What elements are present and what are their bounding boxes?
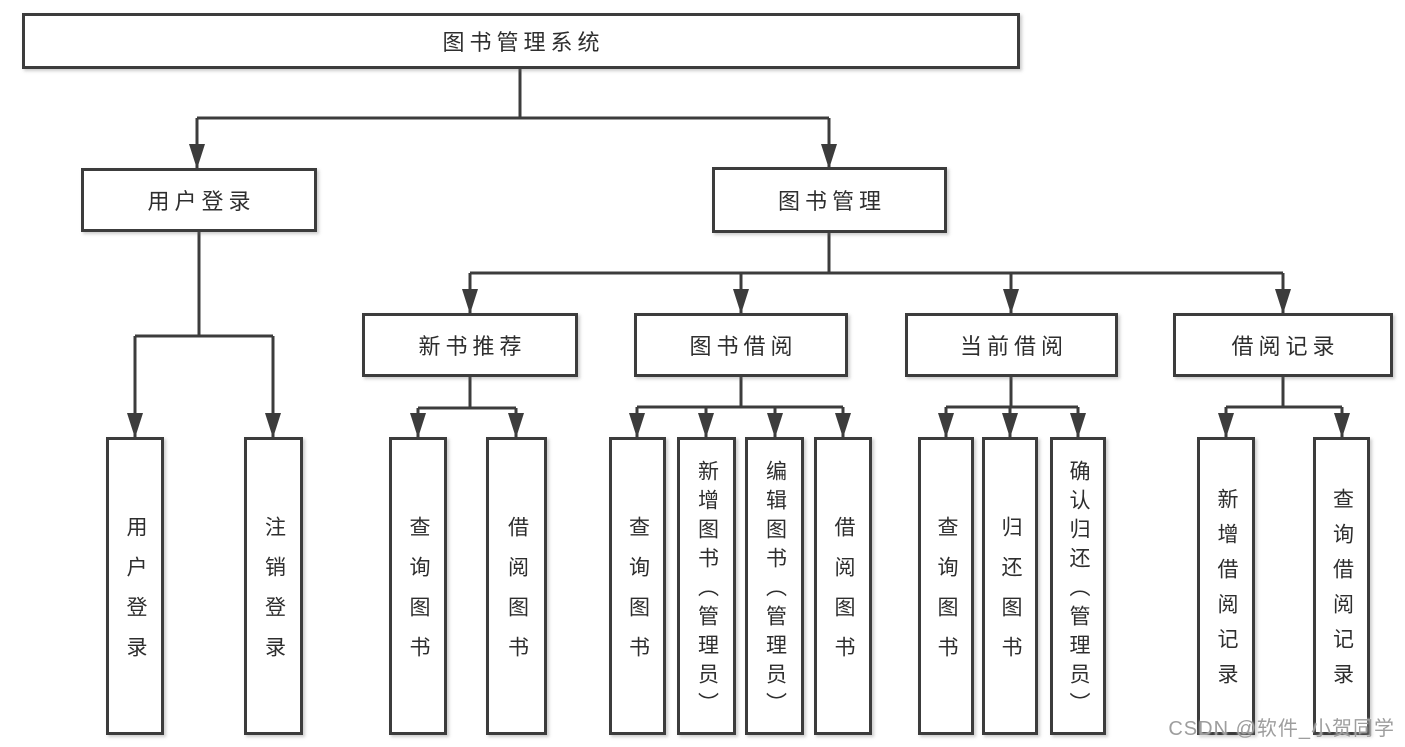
node-root-system-label: 图书管理系统 xyxy=(442,30,605,55)
node-leaf-add-book-admin: 新增图书（管理员） xyxy=(677,437,736,735)
node-leaf-add-book-admin-label: 新增图书（管理员） xyxy=(695,459,719,721)
connector-lines xyxy=(133,69,1344,437)
node-leaf-add-borrow-record-label: 新增借阅记录 xyxy=(1215,488,1238,698)
node-leaf-query-books-1-label: 查询图书 xyxy=(407,515,430,676)
node-leaf-logout-label: 注销登录 xyxy=(262,515,286,676)
arrowheads xyxy=(127,144,1350,438)
node-current-borrowing: 当前借阅 xyxy=(905,313,1118,377)
node-book-borrowing: 图书借阅 xyxy=(634,313,848,377)
node-user-login-module: 用户登录 xyxy=(81,168,317,232)
node-leaf-query-books-3: 查询图书 xyxy=(918,437,974,735)
node-leaf-edit-book-admin: 编辑图书（管理员） xyxy=(745,437,804,735)
node-leaf-return-books-label: 归还图书 xyxy=(999,515,1022,676)
node-leaf-confirm-return-admin-label: 确认归还（管理员） xyxy=(1067,459,1090,721)
node-leaf-query-books-1: 查询图书 xyxy=(389,437,447,735)
node-leaf-query-books-2-label: 查询图书 xyxy=(626,515,650,676)
node-current-borrowing-label: 当前借阅 xyxy=(959,334,1068,359)
node-leaf-user-login: 用户登录 xyxy=(106,437,164,735)
node-leaf-add-borrow-record: 新增借阅记录 xyxy=(1197,437,1255,735)
node-leaf-borrow-books-1-label: 借阅图书 xyxy=(505,515,529,676)
node-new-book-recommend-label: 新书推荐 xyxy=(418,334,527,359)
node-leaf-edit-book-admin-label: 编辑图书（管理员） xyxy=(763,459,787,721)
node-borrowing-records: 借阅记录 xyxy=(1173,313,1393,377)
node-leaf-borrow-books-2-label: 借阅图书 xyxy=(832,515,855,676)
node-leaf-user-login-label: 用户登录 xyxy=(124,515,147,676)
node-leaf-borrow-books-2: 借阅图书 xyxy=(814,437,872,735)
node-new-book-recommend: 新书推荐 xyxy=(362,313,578,377)
node-user-login-module-label: 用户登录 xyxy=(147,189,256,214)
node-book-borrowing-label: 图书借阅 xyxy=(689,334,798,359)
node-root-system: 图书管理系统 xyxy=(22,13,1020,69)
node-leaf-borrow-books-1: 借阅图书 xyxy=(486,437,547,735)
node-leaf-confirm-return-admin: 确认归还（管理员） xyxy=(1050,437,1106,735)
node-leaf-query-borrow-record: 查询借阅记录 xyxy=(1313,437,1370,735)
csdn-watermark: CSDN @软件_小贺同学 xyxy=(1168,718,1395,740)
node-borrowing-records-label: 借阅记录 xyxy=(1231,334,1340,359)
node-book-management-module-label: 图书管理 xyxy=(777,189,886,214)
node-leaf-query-borrow-record-label: 查询借阅记录 xyxy=(1330,488,1354,698)
node-leaf-query-books-2: 查询图书 xyxy=(609,437,666,735)
node-leaf-logout: 注销登录 xyxy=(244,437,303,735)
node-leaf-return-books: 归还图书 xyxy=(982,437,1038,735)
node-leaf-query-books-3-label: 查询图书 xyxy=(935,515,958,676)
node-book-management-module: 图书管理 xyxy=(712,167,947,233)
